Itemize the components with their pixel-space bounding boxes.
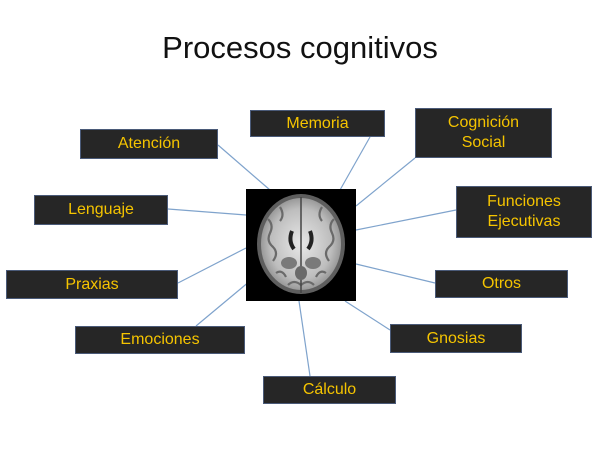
node-memoria: Memoria — [250, 110, 385, 137]
node-atencion: Atención — [80, 129, 218, 159]
connector-cognicion-social — [355, 157, 416, 207]
node-label: Funciones — [487, 193, 561, 210]
connector-otros — [355, 263, 436, 284]
page-title: Procesos cognitivos — [162, 30, 438, 65]
connector-memoria — [339, 136, 371, 191]
connector-gnosias — [344, 300, 391, 331]
node-praxias: Praxias — [6, 270, 178, 299]
node-label: Social — [461, 134, 506, 151]
node-calculo: Cálculo — [263, 376, 396, 404]
node-label: Lenguaje — [68, 201, 134, 218]
connector-lenguaje — [167, 208, 247, 216]
node-label: Memoria — [286, 114, 349, 132]
node-cognicion-social: Cognición Social — [415, 108, 552, 158]
node-label: Cognición — [447, 114, 520, 131]
node-lenguaje: Lenguaje — [34, 195, 168, 225]
node-label: Ejecutivas — [487, 213, 561, 230]
node-label: Praxias — [65, 275, 119, 293]
node-label: Otros — [481, 275, 522, 292]
node-label: Atención — [117, 135, 181, 152]
connector-praxias — [177, 247, 247, 284]
brain-mri-image — [246, 189, 356, 301]
node-emociones: Emociones — [75, 326, 245, 354]
node-label: Gnosias — [426, 329, 486, 347]
brain-scan-icon — [257, 194, 345, 294]
connector-calculo — [298, 300, 311, 377]
connector-funciones-ejecutivas — [355, 209, 457, 231]
node-funciones-ejecutivas: Funciones Ejecutivas — [456, 186, 592, 238]
connector-atencion — [217, 144, 271, 191]
node-label: Cálculo — [302, 381, 357, 398]
node-otros: Otros — [435, 270, 568, 298]
node-gnosias: Gnosias — [390, 324, 522, 353]
node-label: Emociones — [120, 331, 200, 348]
connector-emociones — [195, 280, 251, 327]
